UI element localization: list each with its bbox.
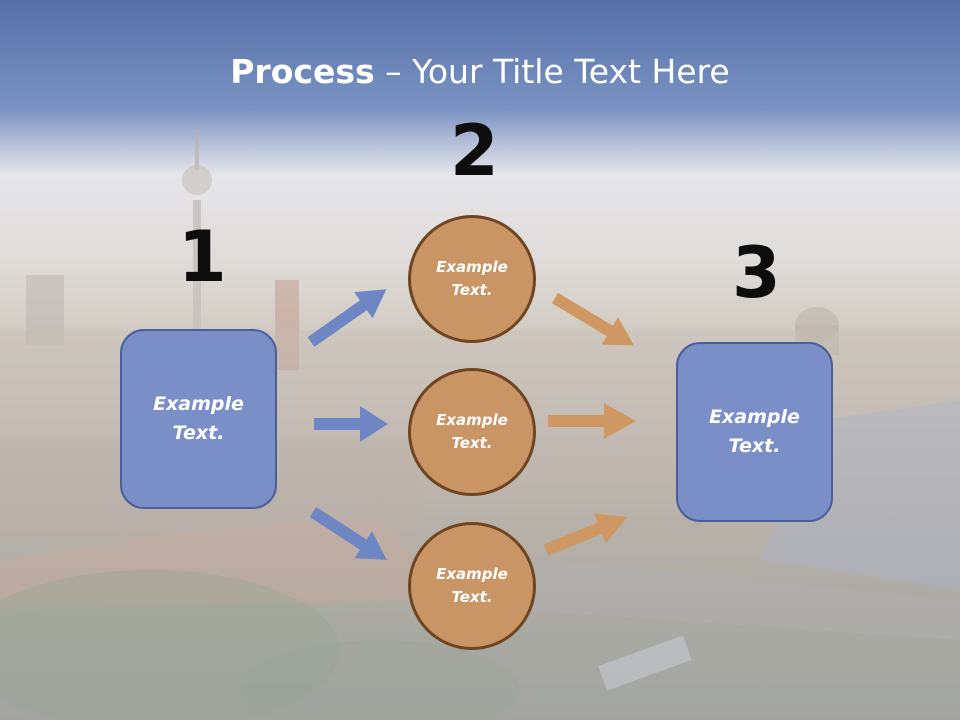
step-1-text-line-2: Text. (172, 422, 225, 444)
blue-arrows (307, 289, 388, 560)
circle-bottom-text-line-1: Example (436, 565, 508, 583)
title-rest: – Your Title Text Here (374, 52, 730, 91)
step-number-1: 1 (178, 216, 227, 298)
circle-top-text-line-2: Text. (451, 281, 493, 299)
circle-top[interactable]: Example Text. (408, 215, 536, 343)
step-3-text: Example Text. (709, 403, 800, 461)
step-3-text-line-2: Text. (728, 435, 781, 457)
circle-bottom-text: Example Text. (436, 563, 508, 609)
step-1-text: Example Text. (153, 390, 244, 448)
circle-middle-text: Example Text. (436, 409, 508, 455)
circle-middle-text-line-2: Text. (451, 434, 493, 452)
slide-title: Process – Your Title Text Here (0, 52, 960, 91)
step-number-3: 3 (732, 232, 781, 314)
step-number-2: 2 (450, 110, 499, 192)
step-1-box[interactable]: Example Text. (120, 329, 277, 509)
arrow-box-to-bottom-circle (309, 506, 387, 560)
step-3-text-line-1: Example (709, 406, 800, 428)
arrow-bottom-circle-to-box (543, 513, 628, 556)
circle-middle-text-line-1: Example (436, 411, 508, 429)
circle-top-text-line-1: Example (436, 258, 508, 276)
circle-bottom[interactable]: Example Text. (408, 522, 536, 650)
arrow-top-circle-to-box (551, 292, 634, 346)
arrow-box-to-middle-circle (314, 406, 388, 442)
step-3-box[interactable]: Example Text. (676, 342, 833, 522)
orange-arrows (543, 292, 636, 556)
arrow-middle-circle-to-box (548, 403, 636, 439)
title-bold: Process (230, 52, 375, 91)
circle-bottom-text-line-2: Text. (451, 588, 493, 606)
circle-middle[interactable]: Example Text. (408, 368, 536, 496)
arrow-box-to-top-circle (307, 289, 387, 347)
step-1-text-line-1: Example (153, 393, 244, 415)
circle-top-text: Example Text. (436, 256, 508, 302)
